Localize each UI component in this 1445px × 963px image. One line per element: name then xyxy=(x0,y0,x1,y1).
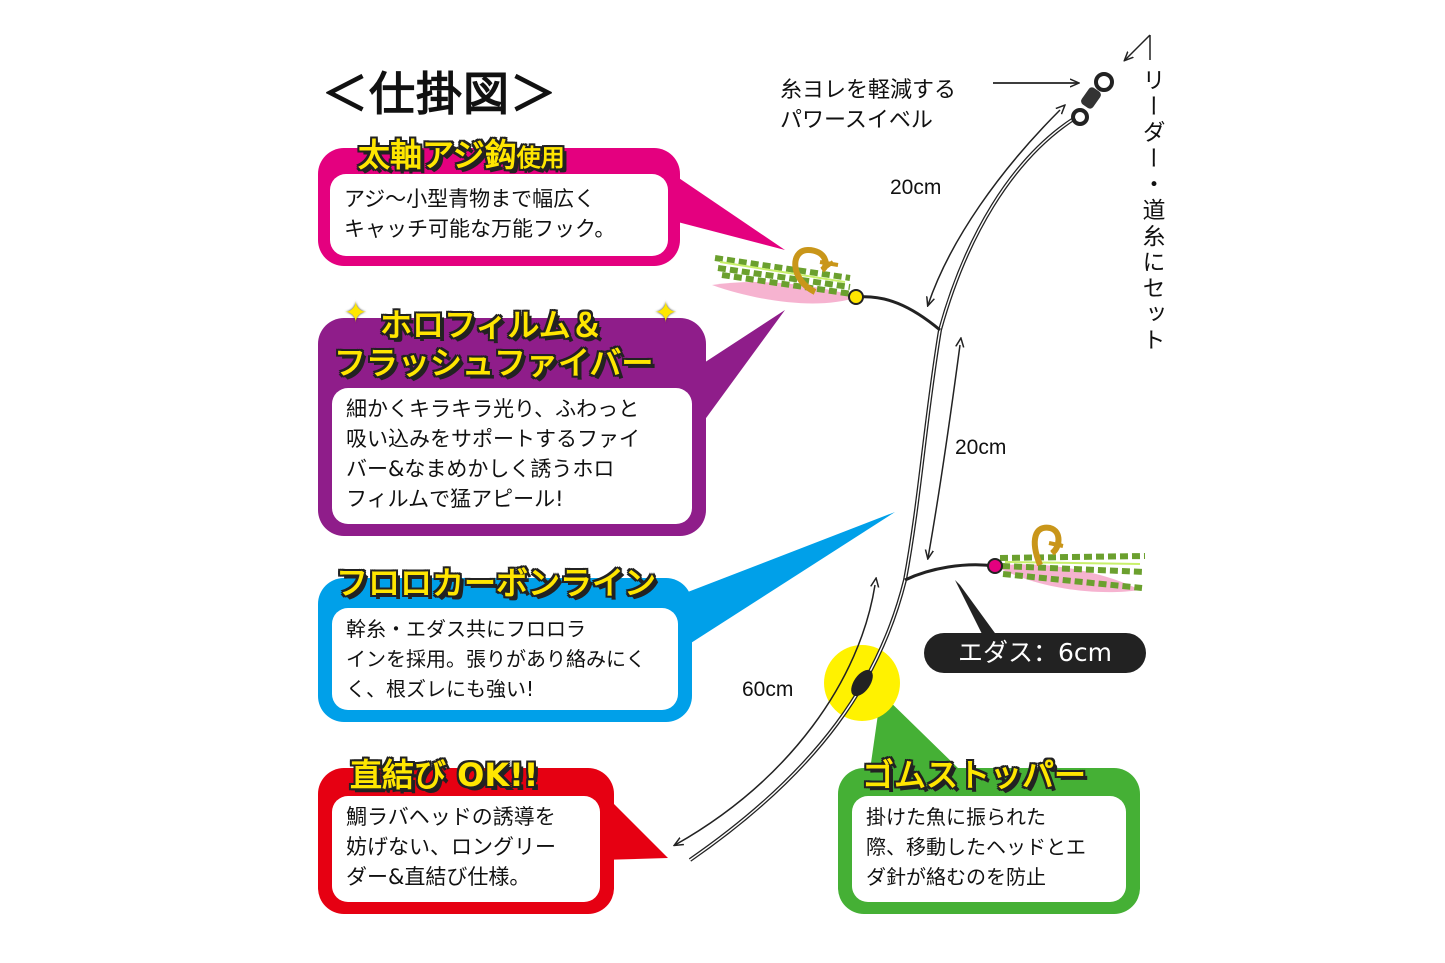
lower-hook-icon xyxy=(987,524,1146,593)
hook-callout-heading: 太軸アジ鈎使用 xyxy=(358,130,565,176)
fluoro-callout-line: く、根ズレにも強い! xyxy=(346,677,535,701)
middle-length-label: 20cm xyxy=(955,436,1007,459)
stopper-callout-pointer xyxy=(870,692,960,770)
lower-length-label: 60cm xyxy=(742,678,794,701)
holo-callout-line: フィルムで猛アピール! xyxy=(346,487,564,511)
direct-callout-heading: 直結び OK!! xyxy=(350,756,539,794)
stopper-callout-line: ダ針が絡むのを防止 xyxy=(866,865,1046,889)
holo-callout-line: 吸い込みをサポートするファイ xyxy=(346,427,640,451)
hook-callout-pointer xyxy=(670,172,785,250)
swivel-label-line1: 糸ヨレを軽減する xyxy=(780,77,957,102)
fluoro-callout: 幹糸・エダス共にフロロラ インを採用。張りがあり絡みにく く、根ズレにも強い! xyxy=(318,578,692,722)
holo-heading-line1: ホロフィルム＆ xyxy=(380,306,603,344)
fluoro-callout-body: 幹糸・エダス共にフロロラ インを採用。張りがあり絡みにく く、根ズレにも強い! xyxy=(332,608,678,710)
upper-hook-icon xyxy=(712,246,864,305)
holo-callout-pointer xyxy=(690,310,785,440)
stopper-callout-line: 際、移動したヘッドとエ xyxy=(866,835,1086,859)
branch-length-badge: エダス：6cm xyxy=(924,633,1146,673)
direct-callout-body: 鯛ラバヘッドの誘導を 妨げない、ロングリー ダー&直結び仕様。 xyxy=(332,796,600,902)
hook-callout-body: アジ〜小型青物まで幅広く キャッチ可能な万能フック。 xyxy=(330,174,668,256)
direct-callout-line: 妨げない、ロングリー xyxy=(346,835,556,859)
leader-label: リーダー・道糸にセット xyxy=(1138,68,1164,354)
stopper-callout-heading: ゴムストッパー xyxy=(862,756,1087,794)
direct-callout-line: 鯛ラバヘッドの誘導を xyxy=(346,805,556,829)
direct-callout: 鯛ラバヘッドの誘導を 妨げない、ロングリー ダー&直結び仕様。 xyxy=(318,768,614,914)
swivel-icon xyxy=(1071,72,1114,126)
holo-callout-line: バー&なまめかしく誘うホロ xyxy=(346,457,615,481)
upper-dimension-arrow xyxy=(928,110,1060,305)
middle-dimension-arrow xyxy=(928,345,960,558)
leader-arrow xyxy=(1125,34,1151,60)
lower-dimension-arrow xyxy=(675,585,875,845)
sparkle-left-icon: ✦ xyxy=(344,296,368,329)
sparkle-right-icon: ✦ xyxy=(654,296,678,329)
holo-heading-line2: フラッシュファイバー xyxy=(334,344,654,382)
hook-heading-sub: 使用 xyxy=(516,144,565,172)
upper-length-label: 20cm xyxy=(890,176,942,199)
page-title: ＜仕掛図＞ xyxy=(322,67,557,121)
stopper-callout-line: 掛けた魚に振られた xyxy=(866,805,1046,829)
branch-label-pointer xyxy=(955,580,1000,640)
fluoro-callout-heading: フロロカーボンライン xyxy=(336,564,657,602)
hook-heading-main: 太軸アジ鈎 xyxy=(358,136,517,174)
holo-callout: 細かくキラキラ光り、ふわっと 吸い込みをサポートするファイ バー&なまめかしく誘… xyxy=(318,318,706,536)
fluoro-callout-pointer xyxy=(680,512,895,650)
stopper-callout-body: 掛けた魚に振られた 際、移動したヘッドとエ ダ針が絡むのを防止 xyxy=(852,796,1126,902)
direct-callout-pointer xyxy=(600,790,668,860)
holo-callout-body: 細かくキラキラ光り、ふわっと 吸い込みをサポートするファイ バー&なまめかしく誘… xyxy=(332,388,692,524)
fluoro-callout-line: インを採用。張りがあり絡みにく xyxy=(346,647,646,671)
lower-branch-line xyxy=(904,563,996,582)
hook-callout-line: キャッチ可能な万能フック。 xyxy=(344,217,616,241)
holo-callout-line: 細かくキラキラ光り、ふわっと xyxy=(346,397,640,421)
stopper-callout: 掛けた魚に振られた 際、移動したヘッドとエ ダ針が絡むのを防止 xyxy=(838,768,1140,914)
fluoro-callout-line: 幹糸・エダス共にフロロラ xyxy=(346,617,586,641)
upper-branch-line xyxy=(857,295,941,332)
hook-callout-line: アジ〜小型青物まで幅広く xyxy=(344,187,596,211)
hook-callout: アジ〜小型青物まで幅広く キャッチ可能な万能フック。 xyxy=(318,148,680,266)
swivel-label-line2: パワースイベル xyxy=(780,107,933,132)
direct-callout-line: ダー&直結び仕様。 xyxy=(346,865,531,889)
